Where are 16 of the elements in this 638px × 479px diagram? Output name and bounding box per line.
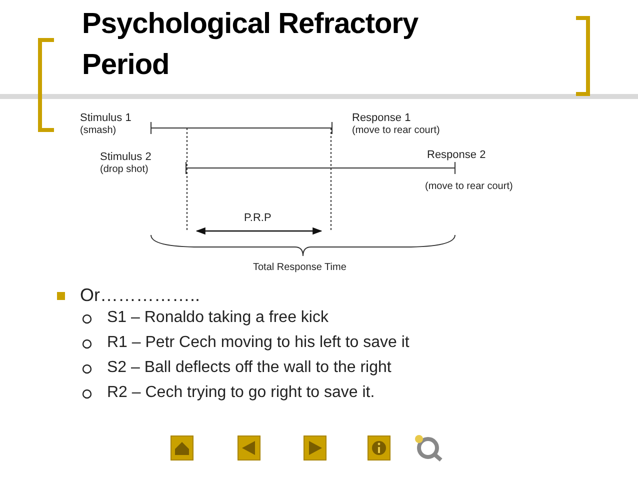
stimulus-label: Stimulus 1: [80, 112, 132, 124]
bullet-text: R1 – Petr Cech moving to his left to save it: [107, 334, 410, 352]
bullet-text: Or……………..: [80, 285, 200, 306]
stimulus-label: Stimulus 2: [100, 151, 152, 163]
response-label: Response 1: [352, 112, 411, 124]
stimulus-note: (smash): [80, 125, 116, 136]
stimulus-note: (drop shot): [100, 164, 148, 175]
response-label: Response 2: [427, 149, 486, 161]
slide-title: Psychological Refractory Period: [82, 7, 420, 83]
bullet-text: S2 – Ball deflects off the wall to the right: [107, 359, 392, 377]
response-note: (move to rear court): [352, 125, 440, 136]
response-note: (move to rear court): [425, 181, 513, 192]
bullet-text: S1 – Ronaldo taking a free kick: [107, 309, 328, 327]
interval-label: P.R.P: [244, 212, 272, 224]
brace-label: Total Response Time: [253, 262, 346, 273]
bullet-text: R2 – Cech trying to go right to save it.: [107, 384, 375, 402]
